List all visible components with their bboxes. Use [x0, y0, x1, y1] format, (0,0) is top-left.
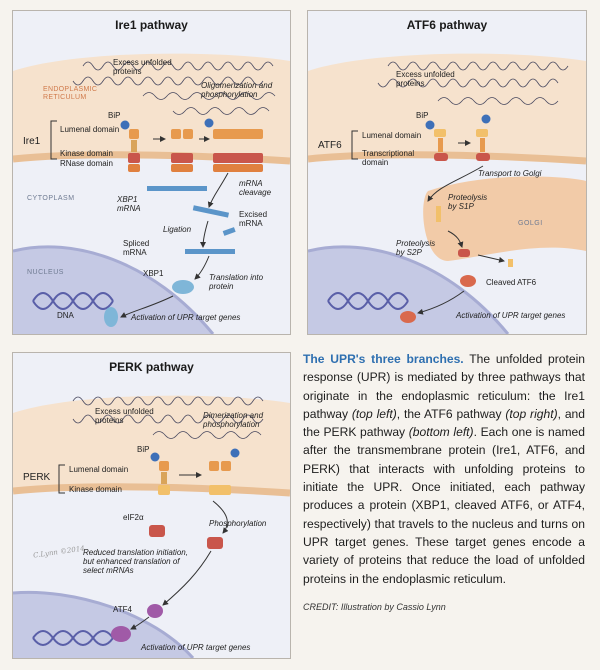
activation-label-atf6: Activation of UPR target genes — [456, 311, 566, 320]
kinase-domain-label: Kinase domain — [60, 149, 113, 158]
rnase-domain-label: RNase domain — [60, 159, 113, 168]
eif2a-label: eIF2α — [123, 513, 144, 522]
ire1-protein-label: Ire1 — [23, 136, 41, 147]
nucleus-label: NUCLEUS — [27, 269, 64, 276]
xbp1-protein — [172, 280, 194, 294]
ire1-title: Ire1 pathway — [115, 18, 188, 32]
ire1-oligomer — [171, 118, 263, 172]
xbp1-mrna-strand — [147, 186, 207, 191]
lumenal-domain-label: Lumenal domain — [69, 465, 129, 474]
golgi — [423, 176, 586, 261]
proteolysis-s1p-label: Proteolysis by S1P — [448, 193, 488, 211]
cleaved-atf6-protein — [400, 311, 416, 323]
dna-label: DNA — [57, 311, 74, 320]
figure-caption: The UPR's three branches. The unfolded p… — [303, 350, 585, 588]
caption-text-2: , the ATF6 pathway — [396, 406, 506, 421]
atf6-panel: ATF6 pathway Excess unfolded proteins Bi… — [307, 10, 587, 335]
spliced-mrna-label: Spliced mRNA — [123, 239, 150, 257]
dimerization-label: Dimerization and phosphorylation — [203, 411, 264, 429]
xbp1-mrna-label: XBP1 mRNA — [117, 195, 141, 213]
excess-unfolded-label: Excess unfolded proteins — [113, 58, 172, 76]
proteolysis-s2p-label: Proteolysis by S2P — [396, 239, 436, 257]
ire1-illustration — [13, 11, 290, 334]
bip-label: BiP — [416, 111, 429, 120]
cleaved-atf6-label: Cleaved ATF6 — [486, 278, 537, 287]
phosphorylation-label: Phosphorylation — [209, 519, 267, 528]
ire1-protein — [120, 120, 140, 172]
excised-mrna-label: Excised mRNA — [239, 210, 268, 228]
atf6-illustration — [308, 11, 586, 334]
atf4-protein — [111, 626, 131, 642]
ligation-label: Ligation — [163, 225, 192, 234]
bip-label: BiP — [137, 445, 150, 454]
ire1-panel: Ire1 pathway ENDOPLASMIC RETICULUM Exces… — [12, 10, 291, 335]
unfolded-proteins — [72, 61, 276, 115]
lumenal-domain-label: Lumenal domain — [362, 131, 422, 140]
caption-emph-1: (top left) — [351, 406, 397, 421]
perk-panel: PERK pathway Excess unfolded proteins Di… — [12, 352, 291, 659]
excess-unfolded-label: Excess unfolded proteins — [95, 407, 154, 425]
transport-golgi-label: Transport to Golgi — [478, 169, 542, 178]
atf6-title: ATF6 pathway — [406, 18, 488, 32]
perk-title: PERK pathway — [109, 360, 194, 374]
activation-label-ire1: Activation of UPR target genes — [131, 313, 241, 322]
xbp1-label: XBP1 — [143, 269, 164, 278]
atf6-protein-label: ATF6 — [318, 140, 342, 151]
lumenal-domain-label: Lumenal domain — [60, 125, 120, 134]
perk-protein — [150, 448, 240, 495]
caption-heading: The UPR's three branches. — [303, 352, 464, 366]
transcriptional-domain-label: Transcriptional domain — [362, 149, 415, 167]
caption-emph-2: (top right) — [505, 406, 558, 421]
translation-label: Translation into protein — [209, 273, 264, 291]
atf4-label: ATF4 — [113, 605, 132, 614]
caption-text-3: , and the PERK pathway — [303, 406, 585, 440]
perk-illustration — [13, 353, 290, 658]
eif2a-protein — [149, 525, 165, 537]
oligomerization-label: Oligomerization and phosphorylation — [201, 81, 273, 99]
dna-helix — [32, 292, 114, 310]
atf6-protein — [425, 114, 491, 161]
excess-unfolded-label: Excess unfolded proteins — [396, 70, 455, 88]
mrna-cleavage-label: mRNA cleavage — [239, 179, 272, 197]
kinase-domain-label: Kinase domain — [69, 485, 122, 494]
cytoplasm-label: CYTOPLASM — [27, 195, 75, 202]
credit-line: CREDIT: Illustration by Cassio Lynn — [303, 602, 446, 612]
golgi-label: GOLGI — [518, 220, 543, 227]
bip-label: BiP — [108, 111, 121, 120]
caption-emph-3: (bottom left) — [408, 425, 474, 440]
caption-text-4: . Each one is named after the transmembr… — [303, 425, 585, 586]
perk-protein-label: PERK — [23, 472, 51, 483]
caption-text-1: The unfolded protein response (UPR) is m… — [303, 352, 585, 421]
er-label: ENDOPLASMIC RETICULUM — [43, 86, 98, 101]
reduced-translation-label: Reduced translation initiation, but enha… — [83, 548, 188, 575]
activation-label-perk: Activation of UPR target genes — [141, 643, 251, 652]
